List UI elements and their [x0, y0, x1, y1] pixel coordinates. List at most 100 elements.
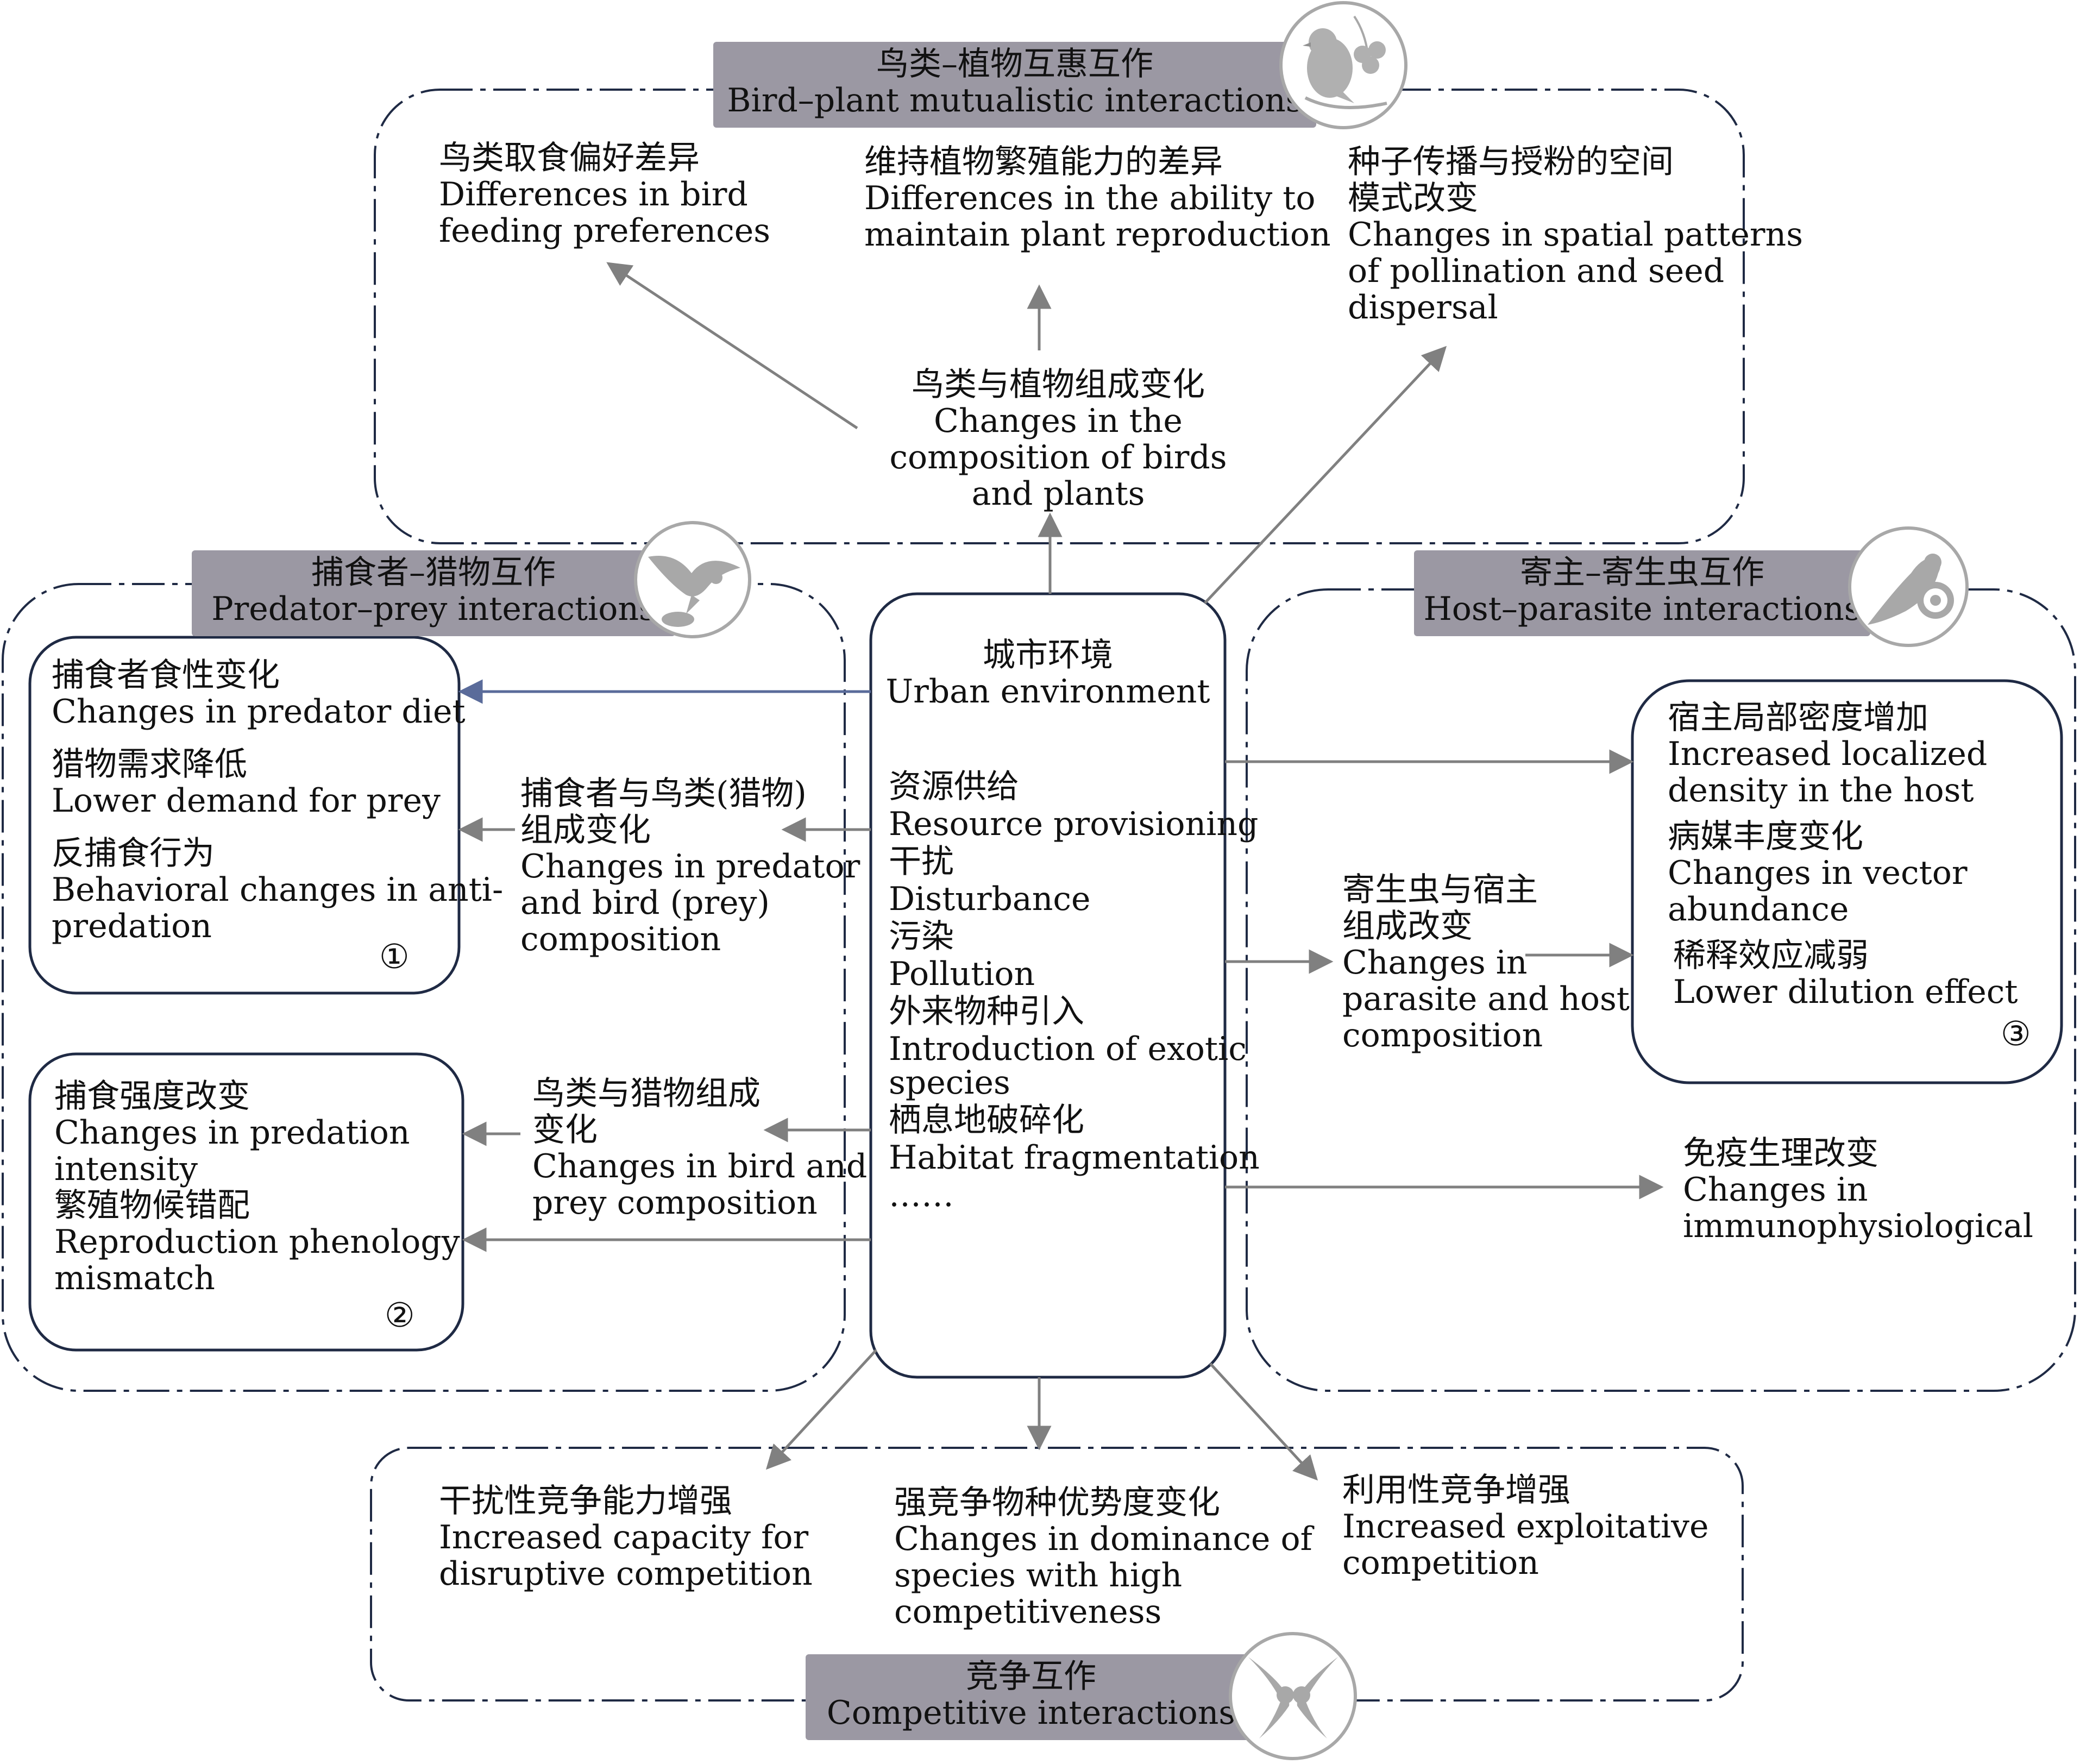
exploitative-cn: 利用性竞争增强 [1342, 1471, 1570, 1509]
driver-pollution-cn: 污染 [889, 918, 954, 956]
dilution-cn: 稀释效应减弱 [1673, 937, 1869, 975]
box3-number: ③ [2001, 1014, 2031, 1053]
predation-driver1-en-2: and bird (prey) [520, 884, 770, 922]
mutualism-driver-en-1: Changes in the [934, 402, 1183, 440]
disruptive-cn: 干扰性竞争能力增强 [439, 1482, 732, 1520]
arrow-urban-to-disruptive [765, 1349, 877, 1470]
exploitative-en-2: competition [1342, 1544, 1539, 1582]
mutualism-header: 鸟类–植物互惠互作 Bird–plant mutualistic interac… [713, 42, 1316, 128]
competition-header-en: Competitive interactions [826, 1694, 1236, 1732]
arrow-urban-to-exploitative [1209, 1363, 1318, 1481]
predation-driver2-en-2: prey composition [532, 1184, 818, 1222]
eagle-catching-bird-icon [634, 521, 751, 638]
parasitism-driver-cn-1: 寄生虫与宿主 [1342, 871, 1538, 909]
mutualism-driver-en-2: composition of birds [889, 438, 1227, 476]
driver-exotic-en-1: Introduction of exotic [889, 1030, 1247, 1068]
predation-header-cn: 捕食者–猎物互作 [311, 554, 556, 592]
driver-fragmentation-cn: 栖息地破碎化 [889, 1101, 1084, 1139]
competition-outcome-disruptive: 干扰性竞争能力增强 Increased capacity for disrupt… [439, 1483, 813, 1592]
predation-header: 捕食者–猎物互作 Predator–prey interactions [192, 550, 675, 636]
predator-diet-en: Changes in predator diet [52, 693, 466, 731]
spatial-cn-1: 种子传播与授粉的空间 [1348, 143, 1674, 181]
immuno-en-1: Changes in [1683, 1171, 1868, 1209]
phenology-en-1: Reproduction phenology [54, 1223, 460, 1261]
predation-driver2-en-1: Changes in bird and [532, 1147, 868, 1185]
parasitism-box-content: 宿主局部密度增加 Increased localized density in … [1668, 700, 2018, 1010]
predation-driver2-cn-1: 鸟类与猎物组成 [532, 1075, 761, 1113]
spatial-cn-2: 模式改变 [1348, 179, 1478, 217]
driver-disturbance-cn: 干扰 [889, 843, 954, 881]
vector-cn: 病媒丰度变化 [1668, 818, 1863, 856]
predation-box-2 [28, 1052, 464, 1352]
urban-title-cn: 城市环境 [983, 636, 1113, 674]
host-density-cn: 宿主局部密度增加 [1668, 699, 1928, 737]
fighting-birds-icon [1229, 1632, 1357, 1760]
vector-en-1: Changes in vector [1668, 854, 1968, 892]
mutualism-driver-en-3: and plants [971, 475, 1145, 513]
anti-predation-en-1: Behavioral changes in anti- [52, 871, 504, 909]
mutualism-frame [374, 89, 1745, 544]
parasitism-driver-en-2: parasite and host [1342, 980, 1630, 1018]
host-density-en-1: Increased localized [1668, 735, 1988, 773]
parasitism-header-en: Host–parasite interactions [1423, 590, 1861, 628]
competition-outcome-dominance: 强竞争物种优势度变化 Changes in dominance of speci… [894, 1485, 1312, 1630]
disruptive-en-1: Increased capacity for [439, 1518, 809, 1556]
box1-number: ① [379, 937, 410, 976]
driver-resource-cn: 资源供给 [889, 768, 1019, 806]
parasitism-driver-en-3: composition [1342, 1016, 1543, 1054]
competition-header-cn: 竞争互作 [966, 1658, 1096, 1696]
driver-exotic-en-2: species [889, 1064, 1010, 1102]
parasitism-box [1631, 679, 2063, 1084]
predator-diet-cn: 捕食者食性变化 [52, 656, 280, 694]
predation-driver-1: 捕食者与鸟类(猎物) 组成变化 Changes in predator and … [520, 776, 860, 958]
mutualism-driver: 鸟类与植物组成变化 Changes in the composition of … [876, 367, 1240, 512]
driver-fragmentation-en: Habitat fragmentation [889, 1139, 1260, 1177]
mutualism-outcome-feeding: 鸟类取食偏好差异 Differences in bird feeding pre… [439, 140, 770, 249]
phenology-en-2: mismatch [54, 1259, 215, 1297]
predation-driver1-cn-1: 捕食者与鸟类(猎物) [520, 775, 807, 813]
predation-intensity-cn: 捕食强度改变 [54, 1077, 250, 1115]
phenology-cn: 繁殖物候错配 [54, 1187, 250, 1225]
reproduction-en-2: maintain plant reproduction [864, 216, 1331, 254]
driver-ellipsis: …… [889, 1176, 954, 1214]
disruptive-en-2: disruptive competition [439, 1555, 813, 1593]
driver-disturbance-en: Disturbance [889, 880, 1091, 918]
dominance-en-2: species with high [894, 1556, 1183, 1594]
parasitism-driver-cn-2: 组成改变 [1342, 907, 1473, 945]
parasitism-header: 寄主–寄生虫互作 Host–parasite interactions [1414, 550, 1870, 636]
predation-box2-content: 捕食强度改变 Changes in predation intensity 繁殖… [54, 1078, 460, 1297]
bird-with-parasite-icon [1848, 526, 1969, 647]
predation-box1-content: 捕食者食性变化 Changes in predator diet 猎物需求降低 … [52, 657, 503, 945]
competition-outcome-exploitative: 利用性竞争增强 Increased exploitative competiti… [1342, 1472, 1709, 1581]
prey-demand-en: Lower demand for prey [52, 782, 441, 820]
spatial-en-2: of pollination and seed [1348, 252, 1725, 290]
predation-driver1-en-3: composition [520, 920, 721, 958]
anti-predation-cn: 反捕食行为 [52, 834, 215, 872]
feeding-en-2: feeding preferences [439, 212, 770, 250]
mutualism-outcome-spatial: 种子传播与授粉的空间 模式改变 Changes in spatial patte… [1348, 144, 1803, 326]
parasitism-header-cn: 寄主–寄生虫互作 [1520, 554, 1764, 592]
dilution-en: Lower dilution effect [1673, 973, 2018, 1011]
dominance-cn: 强竞争物种优势度变化 [894, 1484, 1220, 1522]
bird-with-berries-icon [1279, 1, 1407, 129]
dominance-en-3: competitiveness [894, 1593, 1162, 1631]
reproduction-en-1: Differences in the ability to [864, 179, 1316, 217]
predation-intensity-en-1: Changes in predation [54, 1114, 410, 1152]
predation-driver-2: 鸟类与猎物组成 变化 Changes in bird and prey comp… [532, 1076, 867, 1221]
predation-header-en: Predator–prey interactions [211, 590, 656, 628]
driver-pollution-en: Pollution [889, 955, 1035, 993]
urban-drivers: 资源供给 Resource provisioning 干扰 Disturbanc… [889, 766, 1260, 1216]
vector-en-2: abundance [1668, 890, 1849, 928]
feeding-cn: 鸟类取食偏好差异 [439, 139, 700, 177]
reproduction-cn: 维持植物繁殖能力的差异 [864, 143, 1223, 181]
predation-box-1 [28, 636, 461, 995]
competition-header: 竞争互作 Competitive interactions [806, 1654, 1256, 1740]
urban-title: 城市环境 Urban environment [871, 637, 1225, 710]
arrow-urban-to-spatial [1204, 346, 1447, 604]
box2-number: ② [385, 1295, 415, 1335]
immuno-cn: 免疫生理改变 [1683, 1134, 1878, 1172]
spatial-en-3: dispersal [1348, 288, 1498, 327]
mutualism-outcome-reproduction: 维持植物繁殖能力的差异 Differences in the ability t… [864, 144, 1331, 253]
